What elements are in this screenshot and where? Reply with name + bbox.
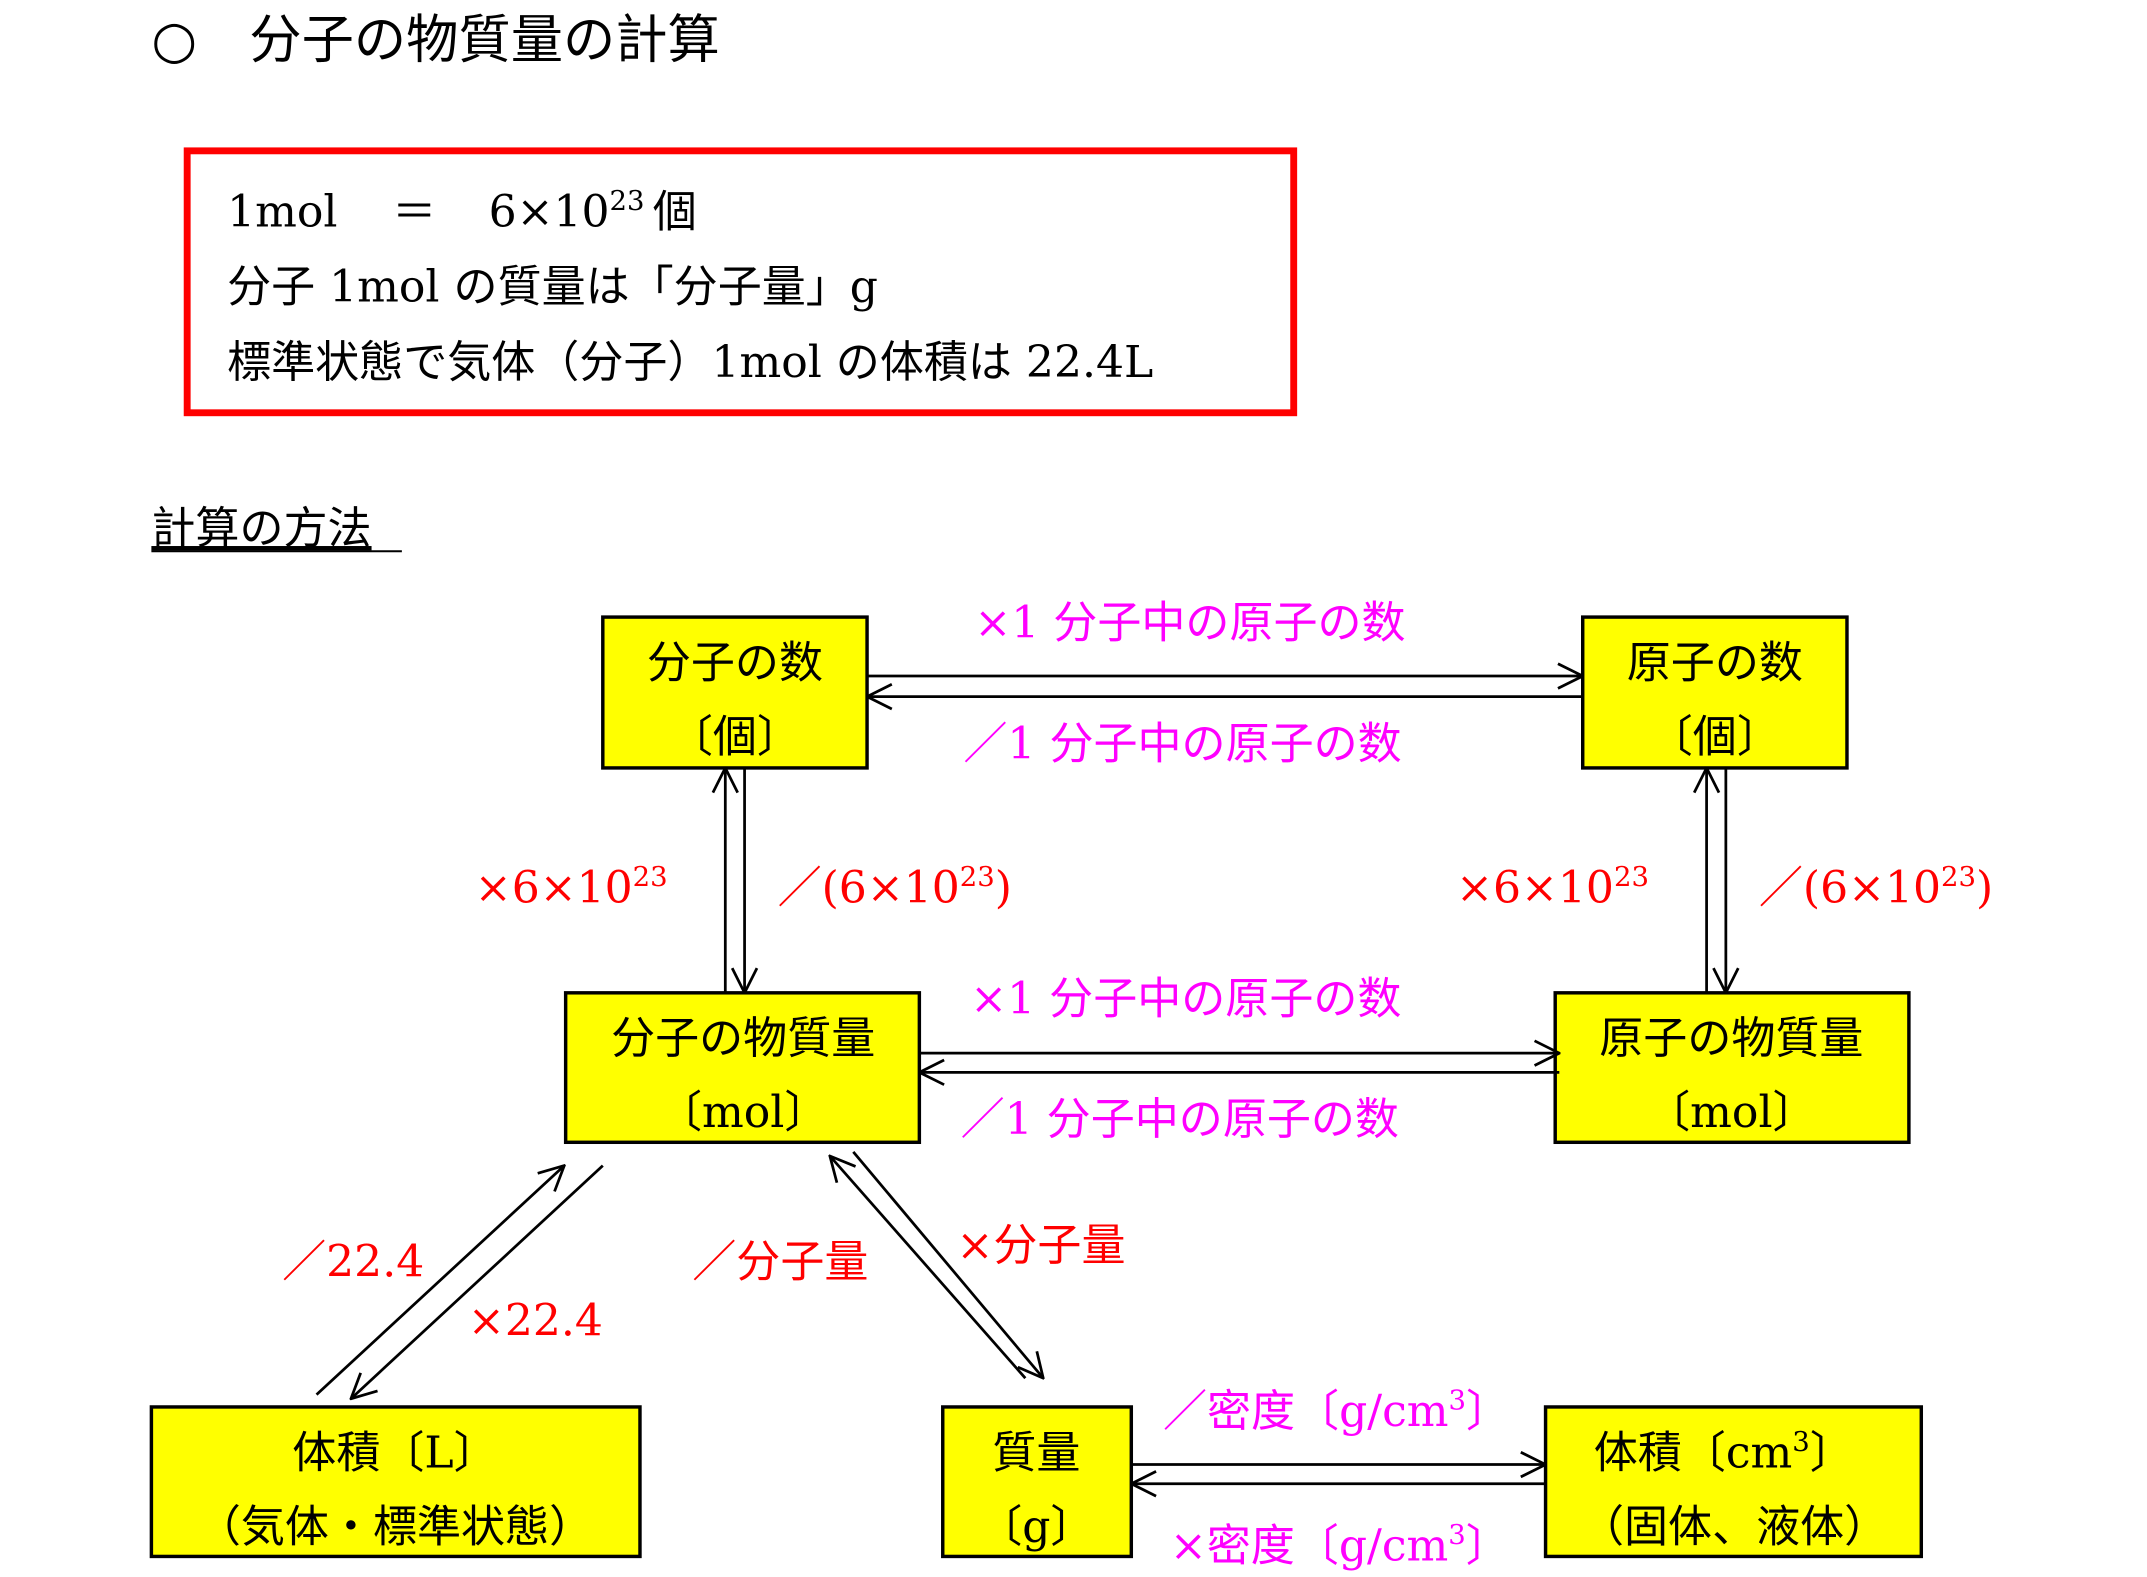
arrow-mass-to-mol: [830, 1156, 1027, 1380]
svg-text:分子の数: 分子の数: [647, 637, 823, 688]
svg-text:原子の数: 原子の数: [1627, 637, 1803, 688]
label-mid-multiply: ×1 分子中の原子の数: [970, 973, 1401, 1024]
label-left-divide: ／(6×1023): [778, 862, 1012, 913]
label-mass-divide: ／分子量: [692, 1237, 868, 1288]
box-gas-volume: 体積〔L〕 （気体・標準状態）: [149, 1405, 642, 1559]
arrow-mol-to-mass: [852, 1151, 1043, 1378]
label-mid-divide: ／1 分子中の原子の数: [961, 1094, 1399, 1145]
svg-text:体積〔L〕: 体積〔L〕: [292, 1427, 497, 1478]
method-heading: 計算の方法: [151, 503, 371, 554]
svg-text:原子の物質量: 原子の物質量: [1599, 1013, 1863, 1064]
box-solid-volume: 体積〔cm3〕 （固体、液体）: [1543, 1405, 1924, 1559]
arrow-gas-to-mol: [315, 1166, 565, 1396]
summary-frame: [183, 147, 1298, 417]
svg-text:（気体・標準状態）: （気体・標準状態）: [197, 1501, 593, 1552]
label-mass-multiply: ×分子量: [957, 1220, 1126, 1271]
box-molecule-mol: 分子の物質量 〔mol〕: [563, 991, 922, 1145]
page-title: ○ 分子の物質量の計算: [151, 11, 719, 71]
svg-text:質量: 質量: [992, 1427, 1080, 1478]
svg-text:体積〔cm3〕: 体積〔cm3〕: [1594, 1427, 1854, 1478]
box-atom-mol: 原子の物質量 〔mol〕: [1553, 991, 1911, 1145]
label-left-multiply: ×6×1023: [475, 862, 668, 913]
svg-text:〔個〕: 〔個〕: [669, 712, 801, 763]
svg-text:〔g〕: 〔g〕: [978, 1501, 1094, 1552]
box-mass: 質量 〔g〕: [941, 1405, 1134, 1559]
label-gas-multiply: ×22.4: [468, 1296, 603, 1347]
summary-line-3: 標準状態で気体（分子）1mol の体積は 22.4L: [227, 337, 1153, 388]
label-density-multiply: ×密度〔g/cm3〕: [1170, 1520, 1510, 1571]
label-right-divide: ／(6×1023): [1759, 862, 1993, 913]
arrow-mol-to-gas: [351, 1164, 604, 1399]
box-molecule-count: 分子の数 〔個〕: [601, 615, 869, 770]
svg-text:〔mol〕: 〔mol〕: [1646, 1087, 1816, 1138]
label-density-divide: ／密度〔g/cm3〕: [1163, 1386, 1510, 1437]
svg-text:（固体、液体）: （固体、液体）: [1580, 1501, 1888, 1552]
svg-text:〔mol〕: 〔mol〕: [658, 1087, 828, 1138]
label-top-divide: ／1 分子中の原子の数: [963, 718, 1401, 769]
label-gas-divide: ／22.4: [282, 1237, 424, 1288]
label-top-multiply: ×1 分子中の原子の数: [974, 598, 1405, 649]
summary-line-2: 分子 1mol の質量は「分子量」g: [227, 262, 878, 313]
label-right-multiply: ×6×1023: [1456, 862, 1649, 913]
svg-text:分子の物質量: 分子の物質量: [611, 1013, 875, 1064]
svg-text:〔個〕: 〔個〕: [1649, 712, 1781, 763]
box-atom-count: 原子の数 〔個〕: [1581, 615, 1849, 770]
